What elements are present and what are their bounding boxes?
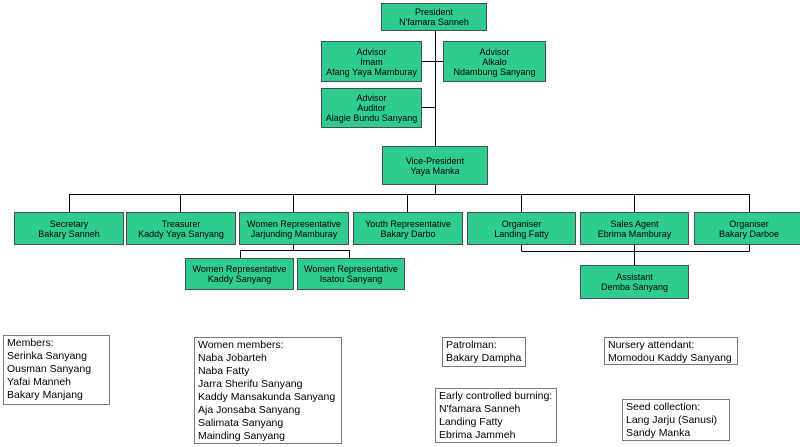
node-advisor-auditor[interactable]: Advisor Auditor Alagie Bundu Sanyang — [321, 88, 422, 128]
panel-heading: Women members: — [198, 339, 284, 351]
nursery-attendant-panel: Nursery attendant: Momodou Kaddy Sanyang — [604, 337, 738, 365]
node-role: Advisor — [356, 46, 387, 57]
node-person: Landing Fatty — [494, 228, 549, 239]
panel-entry: Kaddy Mansakunda Sanyang — [198, 391, 336, 403]
node-secretary[interactable]: Secretary Bakary Sanneh — [14, 212, 124, 245]
node-role: Advisor — [356, 93, 387, 103]
panel-entry: Lang Jarju (Sanusi) — [626, 414, 718, 426]
node-person: Yaya Manka — [410, 165, 460, 176]
panel-heading: Nursery attendant: — [608, 339, 695, 351]
node-women-representative[interactable]: Women Representative Jarjunding Mamburay — [239, 212, 349, 245]
node-role: Assistant — [616, 272, 653, 282]
node-sales-agent[interactable]: Sales Agent Ebrima Mamburay — [580, 212, 689, 245]
node-vice-president[interactable]: Vice-President Yaya Manka — [382, 146, 488, 185]
panel-entry: Mainding Sanyang — [198, 430, 285, 442]
node-assistant[interactable]: Assistant Demba Sanyang — [580, 265, 689, 299]
panel-entry: Momodou Kaddy Sanyang — [608, 352, 732, 364]
node-role: Women Representative — [247, 218, 341, 229]
panel-entry: Naba Jobarteh — [198, 352, 267, 364]
node-role: Secretary — [49, 218, 89, 229]
node-role: Sales Agent — [610, 218, 659, 229]
node-role: Treasurer — [161, 218, 201, 229]
panel-entry: Sandy Manka — [626, 427, 691, 439]
panel-entry: Ebrima Jammeh — [439, 429, 516, 441]
node-person: N'famara Sanneh — [399, 17, 469, 27]
node-person: Bakary Darboe — [718, 228, 780, 239]
node-person: Kaddy Yaya Sanyang — [138, 228, 224, 239]
node-title: Alkalo — [482, 56, 507, 67]
node-person: Isatou Sanyang — [319, 274, 383, 284]
node-person: Bakary Darbo — [380, 228, 436, 239]
panel-entry: Aja Jonsaba Sanyang — [198, 404, 301, 416]
panel-entry: Jarra Sherifu Sanyang — [198, 378, 303, 390]
node-president[interactable]: President N'famara Sanneh — [381, 3, 487, 31]
panel-heading: Early controlled burning: — [439, 390, 553, 402]
panel-entry: Ousman Sanyang — [7, 363, 92, 375]
node-title: Imam — [360, 56, 383, 67]
early-burning-panel: Early controlled burning: N'famara Sanne… — [435, 388, 557, 443]
panel-entry: Serinka Sanyang — [7, 350, 87, 362]
node-person: Alagie Bundu Sanyang — [325, 113, 418, 123]
node-role: Vice-President — [405, 155, 465, 166]
node-role: Advisor — [479, 46, 510, 57]
panel-heading: Patrolman: — [446, 339, 497, 351]
node-title: Auditor — [357, 103, 386, 113]
node-person: Afang Yaya Mamburay — [326, 66, 417, 77]
panel-entry: Naba Fatty — [198, 365, 250, 377]
node-person: Kaddy Sanyang — [207, 274, 272, 284]
node-person: Ebrima Mamburay — [597, 228, 672, 239]
node-role: Women Representative — [304, 264, 398, 274]
node-person: Demba Sanyang — [600, 282, 669, 292]
node-person: Ndambung Sanyang — [453, 66, 536, 77]
node-women-representative-1[interactable]: Women Representative Kaddy Sanyang — [185, 258, 294, 290]
panel-heading: Seed collection: — [626, 401, 701, 413]
node-advisor-imam[interactable]: Advisor Imam Afang Yaya Mamburay — [321, 41, 422, 82]
node-women-representative-2[interactable]: Women Representative Isatou Sanyang — [297, 258, 405, 290]
node-role: President — [414, 7, 454, 17]
panel-entry: Yafai Manneh — [7, 376, 72, 388]
node-organiser-1[interactable]: Organiser Landing Fatty — [467, 212, 576, 245]
panel-entry: N'famara Sanneh — [439, 403, 521, 415]
node-advisor-alkalo[interactable]: Advisor Alkalo Ndambung Sanyang — [443, 41, 546, 82]
panel-entry: Bakary Manjang — [7, 389, 83, 401]
panel-entry: Landing Fatty — [439, 416, 503, 428]
panel-entry: Salimata Sanyang — [198, 417, 284, 429]
women-members-panel: Women members: Naba Jobarteh Naba Fatty … — [194, 337, 342, 444]
patrolman-panel: Patrolman: Bakary Dampha — [442, 337, 526, 367]
node-organiser-2[interactable]: Organiser Bakary Darboe — [694, 212, 800, 245]
panel-heading: Members: — [7, 337, 54, 349]
node-role: Organiser — [501, 218, 542, 229]
node-person: Jarjunding Mamburay — [250, 228, 338, 239]
node-role: Youth Representative — [365, 218, 451, 229]
panel-entry: Bakary Dampha — [446, 352, 522, 364]
seed-collection-panel: Seed collection: Lang Jarju (Sanusi) San… — [622, 399, 730, 441]
node-role: Women Representative — [192, 264, 287, 274]
node-youth-representative[interactable]: Youth Representative Bakary Darbo — [353, 212, 463, 245]
node-person: Bakary Sanneh — [38, 228, 100, 239]
members-panel: Members: Serinka Sanyang Ousman Sanyang … — [3, 335, 110, 405]
node-role: Organiser — [729, 218, 769, 229]
node-treasurer[interactable]: Treasurer Kaddy Yaya Sanyang — [126, 212, 236, 245]
